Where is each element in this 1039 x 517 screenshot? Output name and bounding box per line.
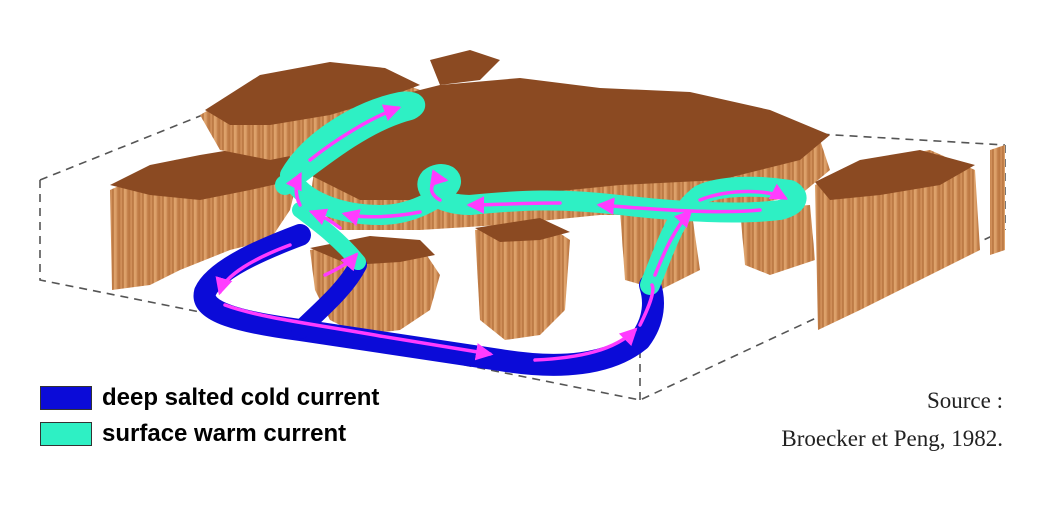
legend-item-deep-current: deep salted cold current	[40, 380, 379, 416]
australia-landmass	[815, 145, 1005, 330]
flow-arrows	[215, 104, 789, 362]
legend-swatch-deep	[40, 386, 92, 410]
source-label: Source :	[926, 388, 1003, 413]
india-landmass	[475, 218, 570, 340]
africa-landmass	[310, 236, 440, 335]
source-reference: Broecker et Peng, 1982.	[781, 426, 1003, 451]
americas-landmass	[110, 62, 420, 290]
legend-label-surface: surface warm current	[102, 420, 347, 447]
source-citation: Source : Broecker et Peng, 1982.	[781, 382, 1003, 458]
legend-label-deep: deep salted cold current	[102, 384, 380, 411]
legend-item-surface-current: surface warm current	[40, 416, 379, 452]
legend-swatch-surface	[40, 422, 92, 446]
legend: deep salted cold current surface warm cu…	[40, 380, 379, 452]
